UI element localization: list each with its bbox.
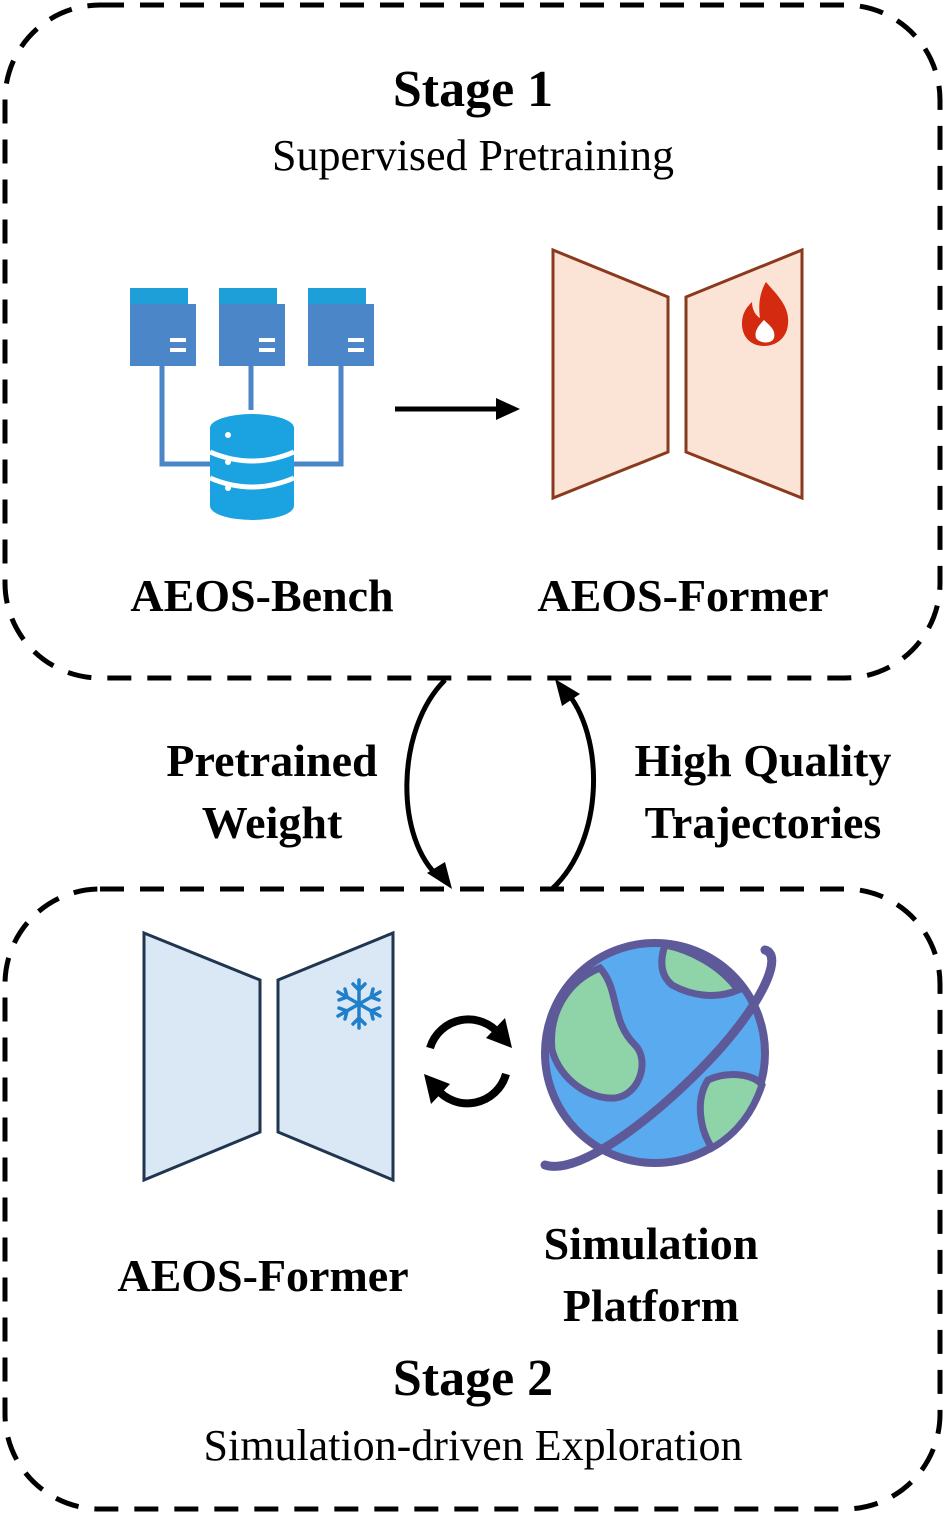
sim-label-line1: Simulation: [544, 1218, 759, 1269]
stage1-container: [2, 2, 943, 681]
globe-icon: [540, 939, 777, 1171]
decoder-block: [276, 930, 395, 1183]
bench-label: AEOS-Bench: [130, 570, 393, 621]
flame-icon: [742, 282, 789, 346]
decoder-block: [684, 247, 804, 501]
refresh-icon: [424, 1015, 512, 1108]
pretrained-weight-label-line2: Weight: [202, 797, 343, 848]
former-model-frozen-icon: [142, 930, 395, 1183]
folder-icon: [130, 288, 196, 366]
stage2-container: [2, 886, 943, 1512]
pretrained-weight-arrow: [404, 678, 452, 889]
snowflake-icon: [336, 978, 382, 1030]
database-folders-icon: [130, 288, 374, 520]
sim-label-line2: Platform: [563, 1280, 739, 1331]
folder-icon: [219, 288, 285, 366]
stage2-former-label: AEOS-Former: [117, 1250, 408, 1301]
encoder-block: [142, 930, 262, 1183]
trajectories-label-line1: High Quality: [635, 735, 892, 786]
trajectories-arrow: [550, 679, 596, 891]
pretrained-weight-label-line1: Pretrained: [166, 735, 378, 786]
former-label: AEOS-Former: [537, 570, 828, 621]
arrow-icon: [395, 398, 520, 420]
database-icon: [209, 414, 295, 520]
stage2-subtitle: Simulation-driven Exploration: [204, 1421, 743, 1470]
stage1-title: Stage 1: [393, 61, 553, 118]
encoder-block: [551, 247, 670, 501]
folder-icon: [308, 288, 374, 366]
trajectories-label-line2: Trajectories: [645, 797, 882, 848]
stage1-subtitle: Supervised Pretraining: [272, 131, 674, 180]
connector-lines: [159, 365, 344, 467]
stage2-title: Stage 2: [393, 1350, 553, 1407]
